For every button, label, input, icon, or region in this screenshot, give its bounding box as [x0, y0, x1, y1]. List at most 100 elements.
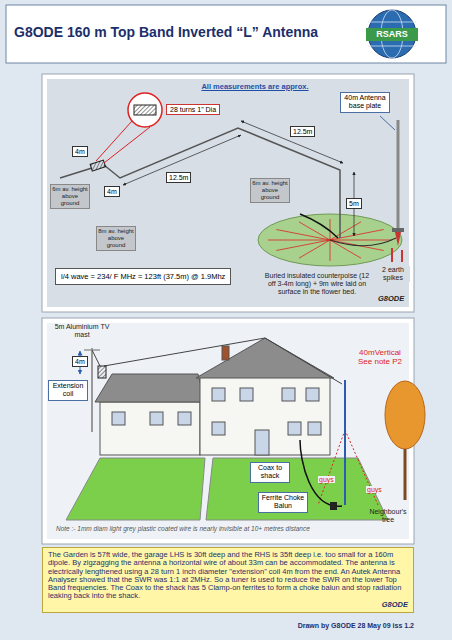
window	[150, 412, 163, 425]
tv-mast	[91, 348, 93, 432]
panel	[42, 74, 414, 312]
coil-callout-circle	[128, 93, 162, 127]
box-text: l/4 wave = 234/ F MHz = 123ft (37.5m) @ …	[61, 272, 225, 281]
coil-box: Extension coil	[48, 380, 88, 401]
flower-bed	[258, 214, 402, 266]
guy-label: guys	[366, 486, 383, 493]
radial-wire	[330, 230, 384, 241]
radial-wire	[330, 219, 331, 240]
coil-callout: 28 turns 1" Dia	[166, 104, 220, 115]
logo-text: RSARS	[366, 29, 418, 39]
coax-cable	[300, 214, 338, 238]
dimension-box: 4m	[104, 186, 120, 197]
header-note: All measurements are approx.	[190, 82, 320, 91]
header-panel	[6, 5, 446, 63]
formula-box: l/4 wave = 234/ F MHz = 123ft (37.5m) @ …	[55, 268, 231, 285]
tree-label: Neighbour's tree	[368, 508, 408, 524]
window	[112, 412, 125, 425]
box-text: Coax to shack	[253, 464, 287, 481]
guy-label: guys	[318, 476, 335, 483]
box-text: 4m	[107, 187, 117, 196]
balun-box: Ferrite Choke Balun	[258, 492, 308, 513]
house-roof	[196, 338, 334, 378]
surface-wire	[330, 238, 396, 246]
logo-parallel	[368, 22, 416, 23]
dimension-box: 12.5m	[166, 172, 191, 183]
mast-label: 5m Aluminium TV mast	[50, 323, 114, 339]
dimension-box: 4m	[72, 146, 88, 157]
radial-wire	[330, 240, 361, 258]
lawn	[66, 458, 205, 520]
extension-coil	[90, 160, 105, 171]
radial-wire	[299, 222, 330, 240]
radial-wire	[268, 240, 330, 241]
lawn	[206, 458, 388, 520]
vertical-label: 40mVertical See note P2	[352, 348, 408, 366]
radial-wire	[330, 240, 331, 261]
signature: G8ODE	[378, 294, 404, 303]
vertical-antenna	[397, 120, 400, 232]
spike-label: 2 earth spikes	[376, 266, 410, 282]
panel-ground	[47, 323, 409, 539]
box-text: Ferrite Choke Balun	[261, 494, 305, 511]
window	[308, 422, 321, 435]
notes-box: The Garden is 57ft wide, the garage LHS …	[42, 547, 414, 613]
height-box: 6m av. height above ground	[250, 178, 290, 203]
footer: Drawn by G8ODE 28 May 09 iss 1.2	[230, 622, 414, 629]
window	[178, 412, 191, 425]
box-text: 4m	[75, 357, 85, 366]
logo-band	[366, 28, 418, 41]
box-text: 40m Antenna base plate	[343, 94, 387, 111]
window	[212, 422, 225, 435]
page-title: G8ODE 160 m Top Band Inverted “L” Antenn…	[14, 24, 318, 40]
box-text: 12.5m	[293, 127, 312, 136]
panel-ground	[47, 79, 409, 307]
dimension-arrow	[123, 135, 241, 185]
logo-parallel	[368, 46, 416, 47]
extension-coil	[98, 366, 106, 378]
box-text: Extension coil	[51, 382, 85, 399]
door	[255, 430, 269, 455]
radial-wire	[330, 240, 392, 241]
window	[240, 388, 253, 401]
dimension-box: 4m	[72, 356, 88, 367]
counterpoise-label: Buried insulated counterpoise (12 off 3-…	[262, 272, 372, 296]
height-box: 8m av. height above ground	[96, 226, 136, 251]
dimension-box: 5m	[346, 198, 362, 209]
earth-spike	[391, 248, 393, 262]
window	[288, 422, 301, 435]
box-text: 8m av. height above ground	[98, 228, 134, 249]
note: Note :- 1mm diam light grey plastic coat…	[56, 525, 310, 532]
ground-spike	[395, 232, 401, 246]
house-wall	[200, 376, 330, 455]
box-text: The Garden is 57ft wide, the garage LHS …	[48, 551, 408, 601]
guy-wire	[318, 430, 345, 505]
window	[282, 388, 295, 401]
antenna-wire	[92, 338, 342, 384]
vertical-antenna	[344, 380, 346, 505]
height-box: 6m av. height above ground	[50, 184, 90, 209]
signature: G8ODE	[48, 601, 408, 609]
earth-spike	[401, 250, 403, 262]
box-text: 4m	[75, 147, 85, 156]
dimension-arrow	[241, 121, 343, 163]
window	[212, 388, 225, 401]
dimension-box: 12.5m	[290, 126, 315, 137]
box-text: 5m	[349, 199, 359, 208]
callout-line	[104, 127, 150, 163]
box-text: 28 turns 1" Dia	[170, 106, 216, 113]
window	[306, 388, 319, 401]
bungalow-roof	[95, 374, 205, 402]
base-plate	[392, 228, 404, 232]
coil-detail	[134, 105, 156, 115]
guy-wire	[345, 430, 378, 505]
box-text: 6m av. height above ground	[52, 186, 88, 207]
bungalow-wall	[100, 402, 200, 455]
box-text: 6m av. height above ground	[252, 180, 288, 201]
radial-wire	[276, 230, 330, 241]
ferrite-choke	[330, 502, 337, 510]
tree-trunk	[404, 449, 407, 500]
panel	[42, 318, 414, 544]
leader-line	[380, 116, 395, 130]
